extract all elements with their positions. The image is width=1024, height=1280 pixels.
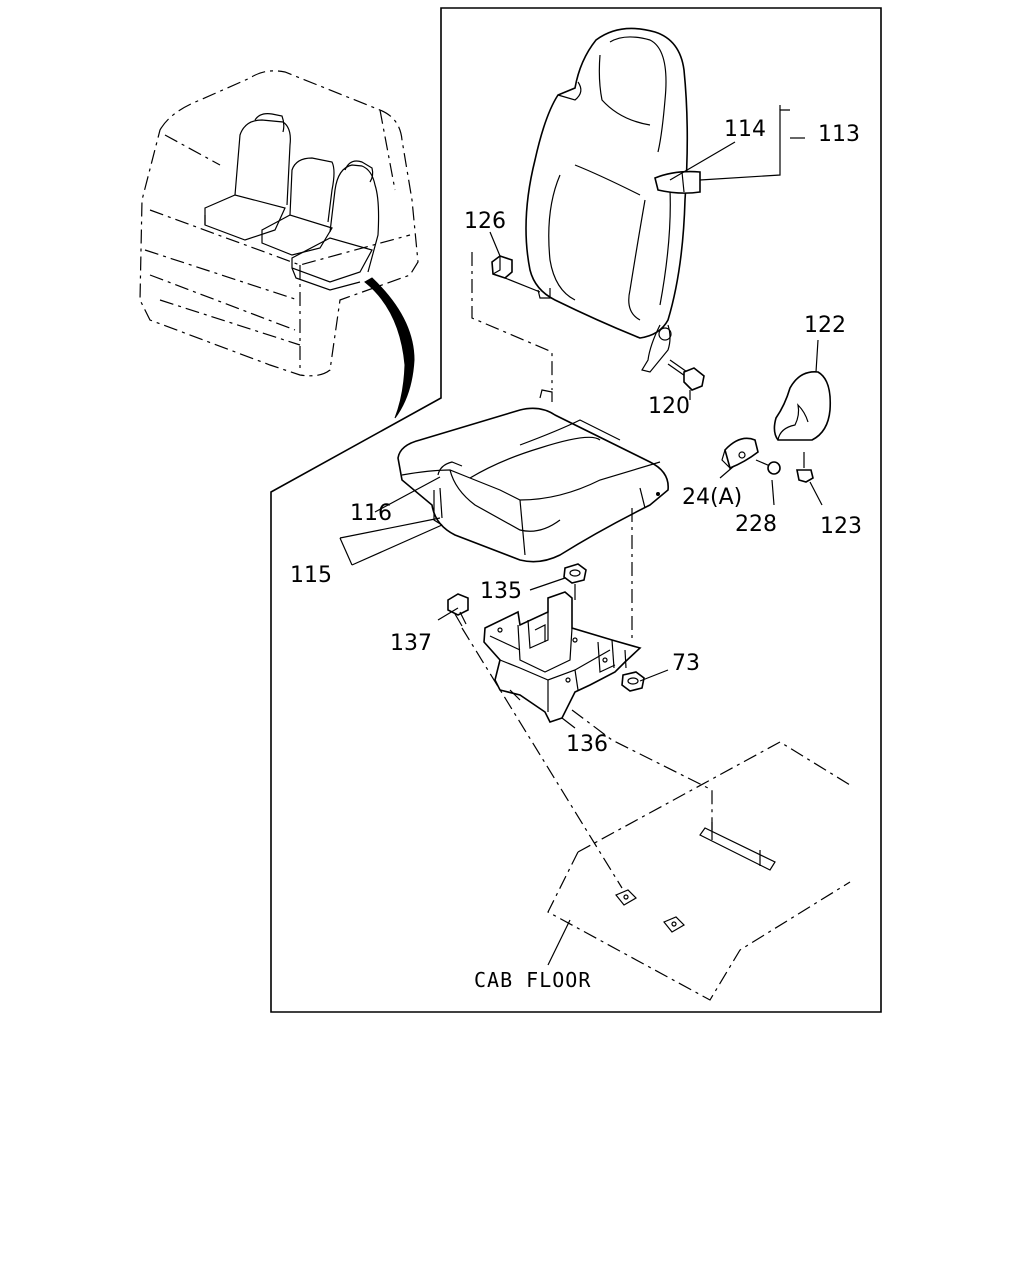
label-136: 136	[566, 732, 608, 757]
label-73: 73	[672, 651, 700, 676]
label-116: 116	[350, 501, 392, 526]
nut-135	[563, 563, 587, 584]
seat-cushion	[397, 389, 669, 563]
cab-floor	[547, 741, 851, 1001]
label-24a: 24(A)	[682, 485, 742, 510]
side-cover-122	[773, 371, 832, 441]
label-cab-floor: CAB FLOOR	[474, 968, 591, 992]
label-122: 122	[804, 313, 846, 338]
bolt-120	[667, 359, 705, 391]
label-126: 126	[464, 209, 506, 234]
detail-arrow	[364, 277, 415, 419]
label-135: 135	[480, 579, 522, 604]
screw-228	[755, 459, 781, 475]
cab-overview	[139, 70, 419, 419]
knob-24a	[721, 437, 759, 470]
label-120: 120	[648, 394, 690, 419]
label-123: 123	[820, 514, 862, 539]
detail-frame	[270, 7, 882, 1013]
nut-73	[621, 671, 645, 692]
label-114: 114	[724, 117, 766, 142]
label-137: 137	[390, 631, 432, 656]
label-228: 228	[735, 512, 777, 537]
bolt-126	[491, 255, 513, 279]
label-115: 115	[290, 563, 332, 588]
bolt-137	[447, 593, 469, 627]
screw-123	[796, 452, 814, 483]
label-113: 113	[818, 122, 860, 147]
seat-base-136	[483, 591, 642, 723]
seat-back	[525, 27, 701, 373]
